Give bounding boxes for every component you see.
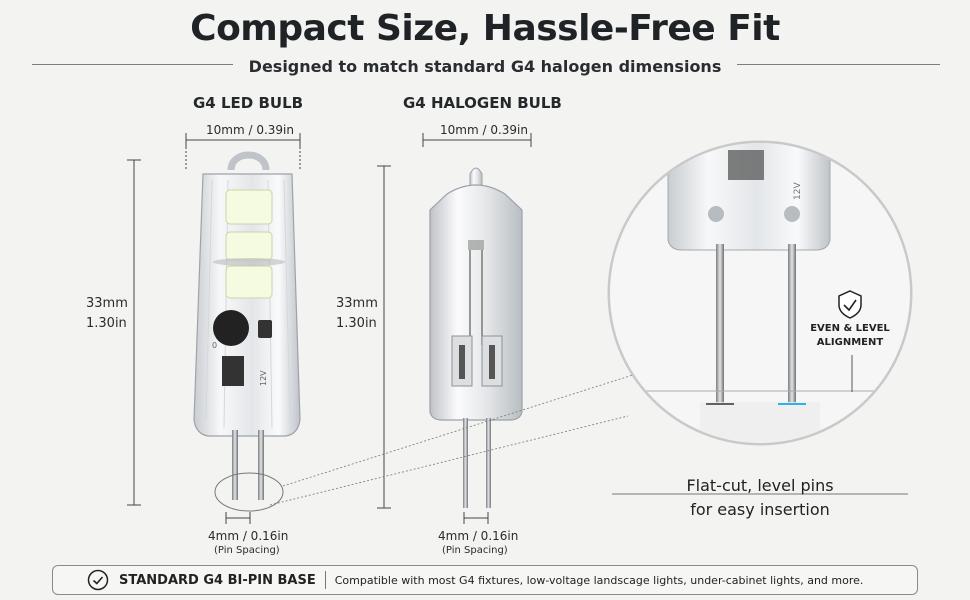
halogen-dimension-lines bbox=[377, 133, 532, 524]
page-title: Compact Size, Hassle-Free Fit bbox=[190, 8, 780, 49]
led-bulb: 12V 0 bbox=[193, 151, 301, 500]
bottom-bar-divider bbox=[324, 571, 326, 589]
subtitle-rule-right bbox=[728, 64, 940, 65]
led-height-mm: 33mm bbox=[86, 296, 128, 311]
led-dimension-lines bbox=[127, 133, 301, 524]
subtitle-rule-left bbox=[32, 64, 262, 65]
pin-callout-line2: for easy insertion bbox=[690, 500, 830, 519]
halogen-bulb bbox=[429, 167, 523, 508]
halogen-height-dimension: 33mm 1.30in bbox=[336, 294, 378, 334]
alignment-badge-line2: ALIGNMENT bbox=[816, 337, 884, 348]
check-circle-icon bbox=[87, 569, 109, 591]
halogen-height-in: 1.30in bbox=[336, 316, 377, 331]
zoom-mark: 12V bbox=[793, 182, 803, 200]
halogen-height-mm: 33mm bbox=[336, 296, 378, 311]
bottom-info-bar: STANDARD G4 BI-PIN BASE Compatible with … bbox=[52, 565, 918, 595]
subtitle-text: Designed to match standard G4 halogen di… bbox=[232, 57, 738, 76]
halogen-pin-spacing: 4mm / 0.16in bbox=[438, 529, 519, 543]
alignment-badge: EVEN & LEVEL ALIGNMENT bbox=[804, 290, 896, 350]
led-bulb-label: G4 LED BULB bbox=[193, 94, 304, 112]
led-pin-spacing: 4mm / 0.16in bbox=[208, 529, 289, 543]
led-chip-mark: 12V bbox=[259, 370, 268, 386]
led-height-in: 1.30in bbox=[86, 316, 127, 331]
pin-callout-line1: Flat-cut, level pins bbox=[686, 476, 834, 495]
pin-zoom-circle: 12V bbox=[607, 140, 913, 446]
halogen-pin-spacing-note: (Pin Spacing) bbox=[442, 545, 508, 556]
led-pin-spacing-note: (Pin Spacing) bbox=[214, 545, 280, 556]
led-height-dimension: 33mm 1.30in bbox=[86, 294, 128, 334]
halogen-bulb-label: G4 HALOGEN BULB bbox=[403, 94, 562, 112]
led-chip-mark-small: 0 bbox=[212, 341, 217, 350]
bottom-bar-description: Compatible with most G4 fixtures, low-vo… bbox=[334, 573, 864, 587]
pin-callout: Flat-cut, level pins for easy insertion bbox=[640, 474, 880, 522]
alignment-badge-line1: EVEN & LEVEL bbox=[810, 323, 890, 334]
led-width-dimension: 10mm / 0.39in bbox=[206, 123, 294, 137]
halogen-width-dimension: 10mm / 0.39in bbox=[440, 123, 528, 137]
subtitle: Designed to match standard G4 halogen di… bbox=[0, 57, 970, 76]
bottom-bar-heading: STANDARD G4 BI-PIN BASE bbox=[119, 572, 316, 588]
shield-check-icon bbox=[838, 290, 862, 319]
